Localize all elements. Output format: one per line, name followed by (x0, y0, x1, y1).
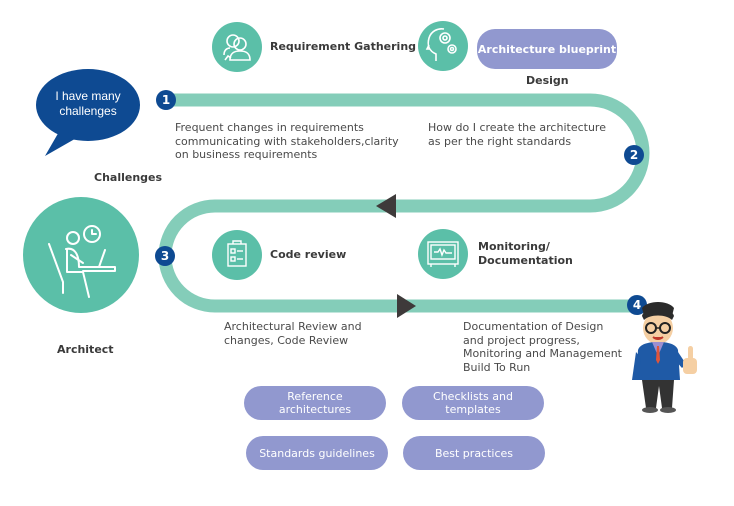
step-badge-1: 1 (156, 90, 176, 110)
step-badge-4: 4 (627, 295, 647, 315)
stage-2-title: Design (526, 74, 569, 87)
arrow-right-icon (397, 294, 416, 318)
resource-pill-checklists-templates[interactable]: Checklists and templates (402, 386, 544, 420)
stage-3-title: Code review (270, 248, 347, 261)
stage-2-icon-circle (418, 21, 468, 71)
desc-line: Monitoring and Management (463, 347, 622, 360)
desc-line: as per the right standards (428, 134, 572, 148)
bubble-line-1: I have many (55, 89, 121, 103)
people-icon (223, 34, 251, 61)
architect-avatar (23, 197, 139, 313)
stage-3-icon-circle (212, 230, 262, 280)
desc-line: Build To Run (463, 360, 531, 374)
architecture-blueprint-pill[interactable]: Architecture blueprint (477, 29, 617, 69)
stage-4-title-line: Documentation (478, 254, 573, 267)
speech-bubble (36, 69, 140, 156)
resource-pill-standards-guidelines[interactable]: Standards guidelines (246, 436, 388, 470)
stage-4-description: Documentation of Design and project prog… (463, 320, 622, 374)
clipboard-icon (227, 240, 247, 267)
step-badge-3: 3 (155, 246, 175, 266)
resource-pill-reference-architectures[interactable]: Reference architectures (244, 386, 386, 420)
monitor-icon (427, 241, 459, 267)
resource-pill-best-practices[interactable]: Best practices (403, 436, 545, 470)
pill-line: templates (445, 403, 501, 416)
head-gears-icon (425, 28, 457, 61)
stage-4-icon-circle (418, 229, 468, 279)
stage-4-title: Monitoring/ Documentation (478, 240, 573, 268)
track-path (158, 93, 650, 313)
desc-line: and project progress, (463, 333, 580, 347)
stage-1-icon-circle (212, 22, 262, 72)
pill-line: Best practices (434, 446, 514, 460)
desc-line: changes, Code Review (224, 333, 349, 347)
stage-1-title: Requirement Gathering (270, 40, 417, 53)
pill-line: architectures (278, 403, 352, 416)
stage-1-description: Frequent changes in requirements communi… (175, 121, 399, 162)
bubble-line-2: challenges (59, 104, 117, 118)
businessman-thumbs-up-icon (632, 302, 697, 413)
stage-4-title-line: Monitoring/ (478, 240, 550, 253)
stage-2-description: How do I create the architecture as per … (428, 121, 606, 148)
step-badge-2: 2 (624, 145, 644, 165)
desc-line: on business requirements (175, 148, 318, 161)
desc-line: communicating with stakeholders,clarity (175, 134, 399, 148)
desc-line: Frequent changes in requirements (175, 121, 364, 134)
pill-line: Reference (287, 390, 343, 403)
pill-line: Checklists and (433, 390, 513, 403)
pill-line: Standards guidelines (259, 446, 375, 460)
arrow-left-icon (376, 194, 396, 218)
desc-line: How do I create the architecture (428, 121, 606, 134)
speech-bubble-text: I have many challenges (40, 89, 136, 119)
architect-label: Architect (57, 343, 114, 356)
stage-3-description: Architectural Review and changes, Code R… (224, 320, 362, 347)
person-at-desk-icon (48, 225, 116, 298)
desc-line: Architectural Review and (224, 320, 362, 333)
desc-line: Documentation of Design (463, 320, 604, 333)
challenges-label: Challenges (94, 171, 163, 184)
